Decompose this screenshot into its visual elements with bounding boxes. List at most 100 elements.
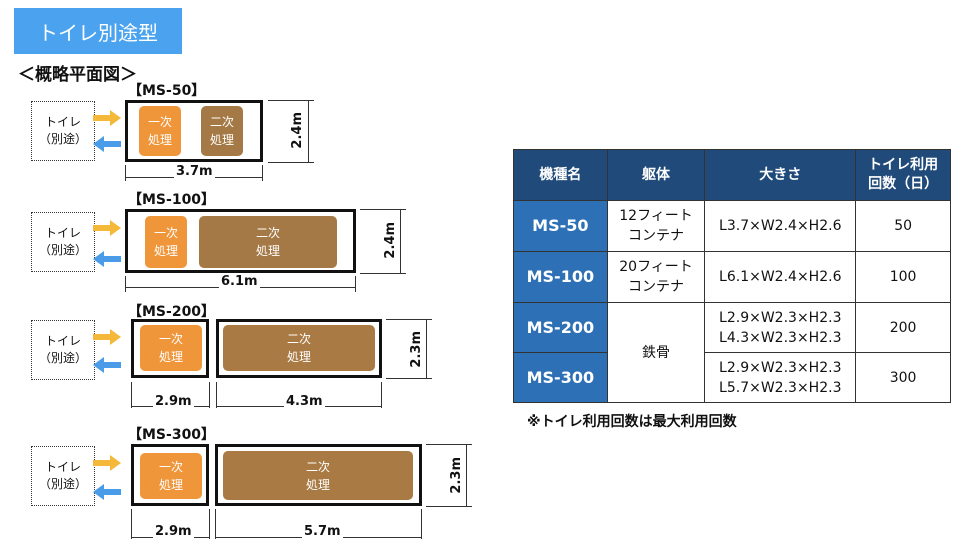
dimension-line	[268, 162, 314, 163]
table-row: MS-50 12フィート コンテナ L3.7×W2.4×H2.6 50	[513, 200, 951, 252]
dimension-line	[131, 509, 132, 539]
dimension-line	[125, 276, 126, 292]
toilet-box: トイレ （別途）	[31, 320, 95, 380]
model-label: 【MS-200】	[128, 304, 216, 320]
dimension-line	[426, 444, 472, 445]
cell-model: MS-300	[513, 352, 608, 403]
primary-treatment-box: 一次 処理	[139, 106, 181, 156]
cell-size: L6.1×W2.4×H2.6	[704, 251, 857, 303]
cell-model: MS-50	[513, 200, 608, 252]
cell-body: 20フィート コンテナ	[606, 251, 706, 303]
dimension-line	[421, 509, 422, 539]
dimension-line	[125, 165, 126, 181]
height-dimension: 2.4m	[383, 222, 398, 259]
secondary-label: 二次	[305, 459, 330, 474]
table-row: MS-300 L2.9×W2.3×H2.3 L5.7×W2.3×H2.3 300	[513, 352, 951, 403]
header-body: 躯体	[606, 149, 706, 201]
primary-label: 一次	[153, 226, 178, 240]
secondary-label: 二次	[209, 115, 234, 129]
toilet-sublabel: （別途）	[38, 477, 87, 491]
header-model: 機種名	[513, 149, 608, 201]
dimension-line	[360, 273, 406, 274]
toilet-sublabel: （別途）	[38, 351, 87, 365]
secondary-sublabel: 処理	[209, 133, 234, 147]
cell-uses: 200	[855, 302, 951, 353]
dimension-line	[426, 506, 472, 507]
arrow-right-icon	[93, 455, 121, 471]
cell-uses: 300	[855, 352, 951, 403]
toilet-box: トイレ （別途）	[31, 446, 95, 506]
dimension-line	[381, 382, 382, 408]
dimension-line	[355, 276, 356, 292]
cell-body: 鉄骨	[606, 302, 706, 403]
width-dimension: 5.7m	[302, 524, 343, 539]
secondary-treatment-box: 二次 処理	[223, 325, 375, 371]
dimension-line	[466, 444, 467, 506]
dimension-line	[426, 319, 427, 378]
section-subtitle: ＜概略平面図＞	[18, 65, 137, 85]
dimension-line	[386, 319, 432, 320]
dimension-line	[209, 509, 210, 539]
secondary-sublabel: 処理	[255, 244, 280, 258]
toilet-sublabel: （別途）	[38, 243, 87, 257]
arrow-right-icon	[93, 110, 121, 126]
cell-size: L3.7×W2.4×H2.6	[704, 200, 857, 252]
arrow-right-icon	[93, 220, 121, 236]
dimension-line	[216, 382, 217, 408]
secondary-label: 二次	[255, 226, 280, 240]
primary-sublabel: 処理	[147, 133, 172, 147]
width-dimension: 2.9m	[153, 524, 194, 539]
spec-table: 機種名 躯体 大きさ トイレ利用 回数（日） MS-50 12フィート コンテナ…	[513, 149, 951, 403]
cell-uses: 50	[855, 200, 951, 252]
secondary-treatment-box: 二次 処理	[223, 451, 413, 500]
toilet-label: トイレ	[44, 115, 81, 129]
dimension-line	[131, 382, 132, 408]
dimension-line	[215, 509, 216, 539]
table-note: ※トイレ利用回数は最大利用回数	[527, 414, 737, 430]
cell-uses: 100	[855, 251, 951, 303]
toilet-box: トイレ （別途）	[31, 212, 95, 272]
primary-sublabel: 処理	[158, 478, 183, 492]
arrow-left-icon	[93, 136, 121, 152]
table-row: MS-200 鉄骨 L2.9×W2.3×H2.3 L4.3×W2.3×H2.3 …	[513, 302, 951, 403]
cell-model: MS-100	[513, 251, 608, 303]
dimension-line	[209, 382, 210, 408]
width-dimension: 3.7m	[174, 164, 215, 179]
primary-treatment-box: 一次 処理	[140, 453, 202, 499]
primary-treatment-box: 一次 処理	[140, 325, 202, 371]
secondary-sublabel: 処理	[305, 477, 330, 492]
table-row: MS-100 20フィート コンテナ L6.1×W2.4×H2.6 100	[513, 251, 951, 303]
model-label: 【MS-100】	[128, 192, 216, 208]
toilet-box: トイレ （別途）	[31, 101, 95, 161]
primary-treatment-box: 一次 処理	[145, 216, 187, 268]
secondary-sublabel: 処理	[286, 350, 311, 364]
cell-model: MS-200	[513, 302, 608, 353]
toilet-sublabel: （別途）	[38, 132, 87, 146]
primary-label: 一次	[158, 332, 183, 346]
table-header-row: 機種名 躯体 大きさ トイレ利用 回数（日）	[513, 149, 951, 201]
cell-body: 12フィート コンテナ	[606, 200, 706, 252]
height-dimension: 2.4m	[290, 112, 305, 149]
toilet-label: トイレ	[44, 334, 81, 348]
primary-sublabel: 処理	[158, 350, 183, 364]
arrow-right-icon	[93, 329, 121, 345]
secondary-treatment-box: 二次 処理	[201, 106, 243, 156]
height-dimension: 2.3m	[449, 457, 464, 494]
dimension-line	[308, 100, 309, 162]
page-title: トイレ別途型	[14, 8, 182, 54]
height-dimension: 2.3m	[409, 331, 424, 368]
dimension-line	[262, 165, 263, 181]
arrow-left-icon	[93, 484, 121, 500]
secondary-treatment-box: 二次 処理	[199, 216, 337, 268]
model-label: 【MS-50】	[128, 83, 206, 99]
dimension-line	[386, 378, 432, 379]
width-dimension: 4.3m	[284, 394, 325, 409]
primary-label: 一次	[158, 460, 183, 474]
dimension-line	[360, 209, 406, 210]
toilet-label: トイレ	[44, 460, 81, 474]
primary-label: 一次	[147, 115, 172, 129]
arrow-left-icon	[93, 357, 121, 373]
secondary-label: 二次	[286, 332, 311, 346]
arrow-left-icon	[93, 251, 121, 267]
dimension-line	[400, 209, 401, 273]
